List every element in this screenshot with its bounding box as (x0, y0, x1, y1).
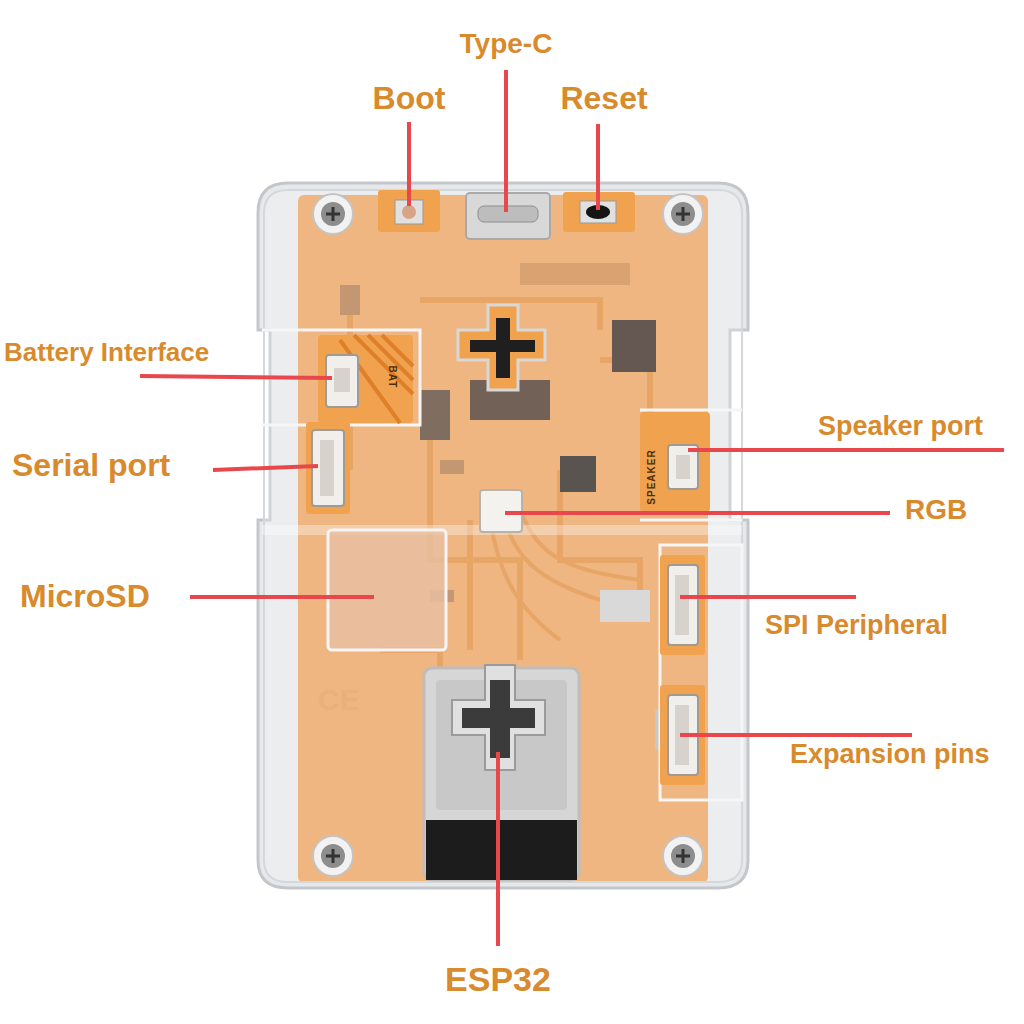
leader-lines-part (596, 124, 600, 210)
battery-connector-part (318, 335, 413, 423)
part-label: Type-C (460, 30, 553, 58)
speaker-connector (640, 412, 710, 512)
silkscreen-text: SPEAKER (647, 449, 657, 504)
leader-lines-part (140, 376, 332, 378)
case-screws-part (663, 836, 703, 876)
leader-lines-part (680, 595, 856, 599)
silkscreen-text: BAT (387, 366, 397, 389)
case-screws-part (671, 844, 695, 868)
acrylic-cover-part (264, 190, 742, 882)
leader-lines-part (688, 448, 1004, 452)
cover-cutout-part (458, 305, 545, 390)
side-connectors (660, 555, 705, 785)
part-label: RGB (905, 496, 967, 524)
speaker-connector-part (640, 412, 710, 512)
leader-lines-part (407, 122, 411, 206)
leader-lines-part (213, 466, 318, 470)
acrylic-case-part (258, 183, 748, 888)
part-label: MicroSD (20, 580, 150, 612)
leader-lines-part (190, 595, 374, 599)
acrylic-case (258, 183, 748, 888)
case-screws-part (663, 194, 703, 234)
battery-connector-part (326, 355, 358, 407)
part-label: Reset (560, 82, 647, 114)
serial-connector-part (320, 440, 334, 496)
side-connectors-part (668, 565, 698, 645)
case-screws-part (326, 207, 340, 221)
part-label: Battery Interface (4, 339, 209, 365)
leader-lines-part (496, 752, 500, 946)
microsd-slot (328, 530, 446, 650)
case-screws-part (313, 194, 353, 234)
case-screws-part (321, 202, 345, 226)
cover-cutout (458, 305, 545, 390)
esp32-module-part (462, 680, 535, 758)
esp32-module-part (426, 820, 577, 880)
battery-connector-part (334, 368, 350, 392)
side-connectors-part (675, 575, 689, 635)
case-screws (313, 194, 703, 876)
case-screws-part (676, 849, 690, 863)
top-connectors-part (402, 205, 416, 219)
part-label: Expansion pins (790, 741, 990, 768)
case-screws-part (313, 836, 353, 876)
case-screws-part (326, 849, 340, 863)
side-connectors-part (660, 555, 705, 655)
acrylic-cover-part (262, 330, 742, 800)
battery-connector (318, 335, 413, 423)
leader-lines-part (504, 70, 508, 212)
part-label: Serial port (12, 449, 170, 481)
case-screws-part (671, 202, 695, 226)
esp32-module-part (424, 668, 579, 880)
acrylic-cover (262, 190, 742, 882)
speaker-connector-part (676, 455, 690, 479)
case-screws-part (676, 207, 690, 221)
leader-lines (140, 70, 1004, 946)
esp32-module (424, 665, 579, 880)
leader-lines-part (505, 511, 890, 515)
part-label: SPI Peripheral (765, 612, 948, 639)
cover-cutout-part (470, 318, 535, 378)
part-label: Boot (373, 82, 446, 114)
leader-lines-part (680, 733, 912, 737)
part-label: ESP32 (445, 962, 551, 996)
case-screws-part (321, 844, 345, 868)
microsd-slot-part (328, 530, 446, 650)
part-label: Speaker port (818, 413, 983, 440)
